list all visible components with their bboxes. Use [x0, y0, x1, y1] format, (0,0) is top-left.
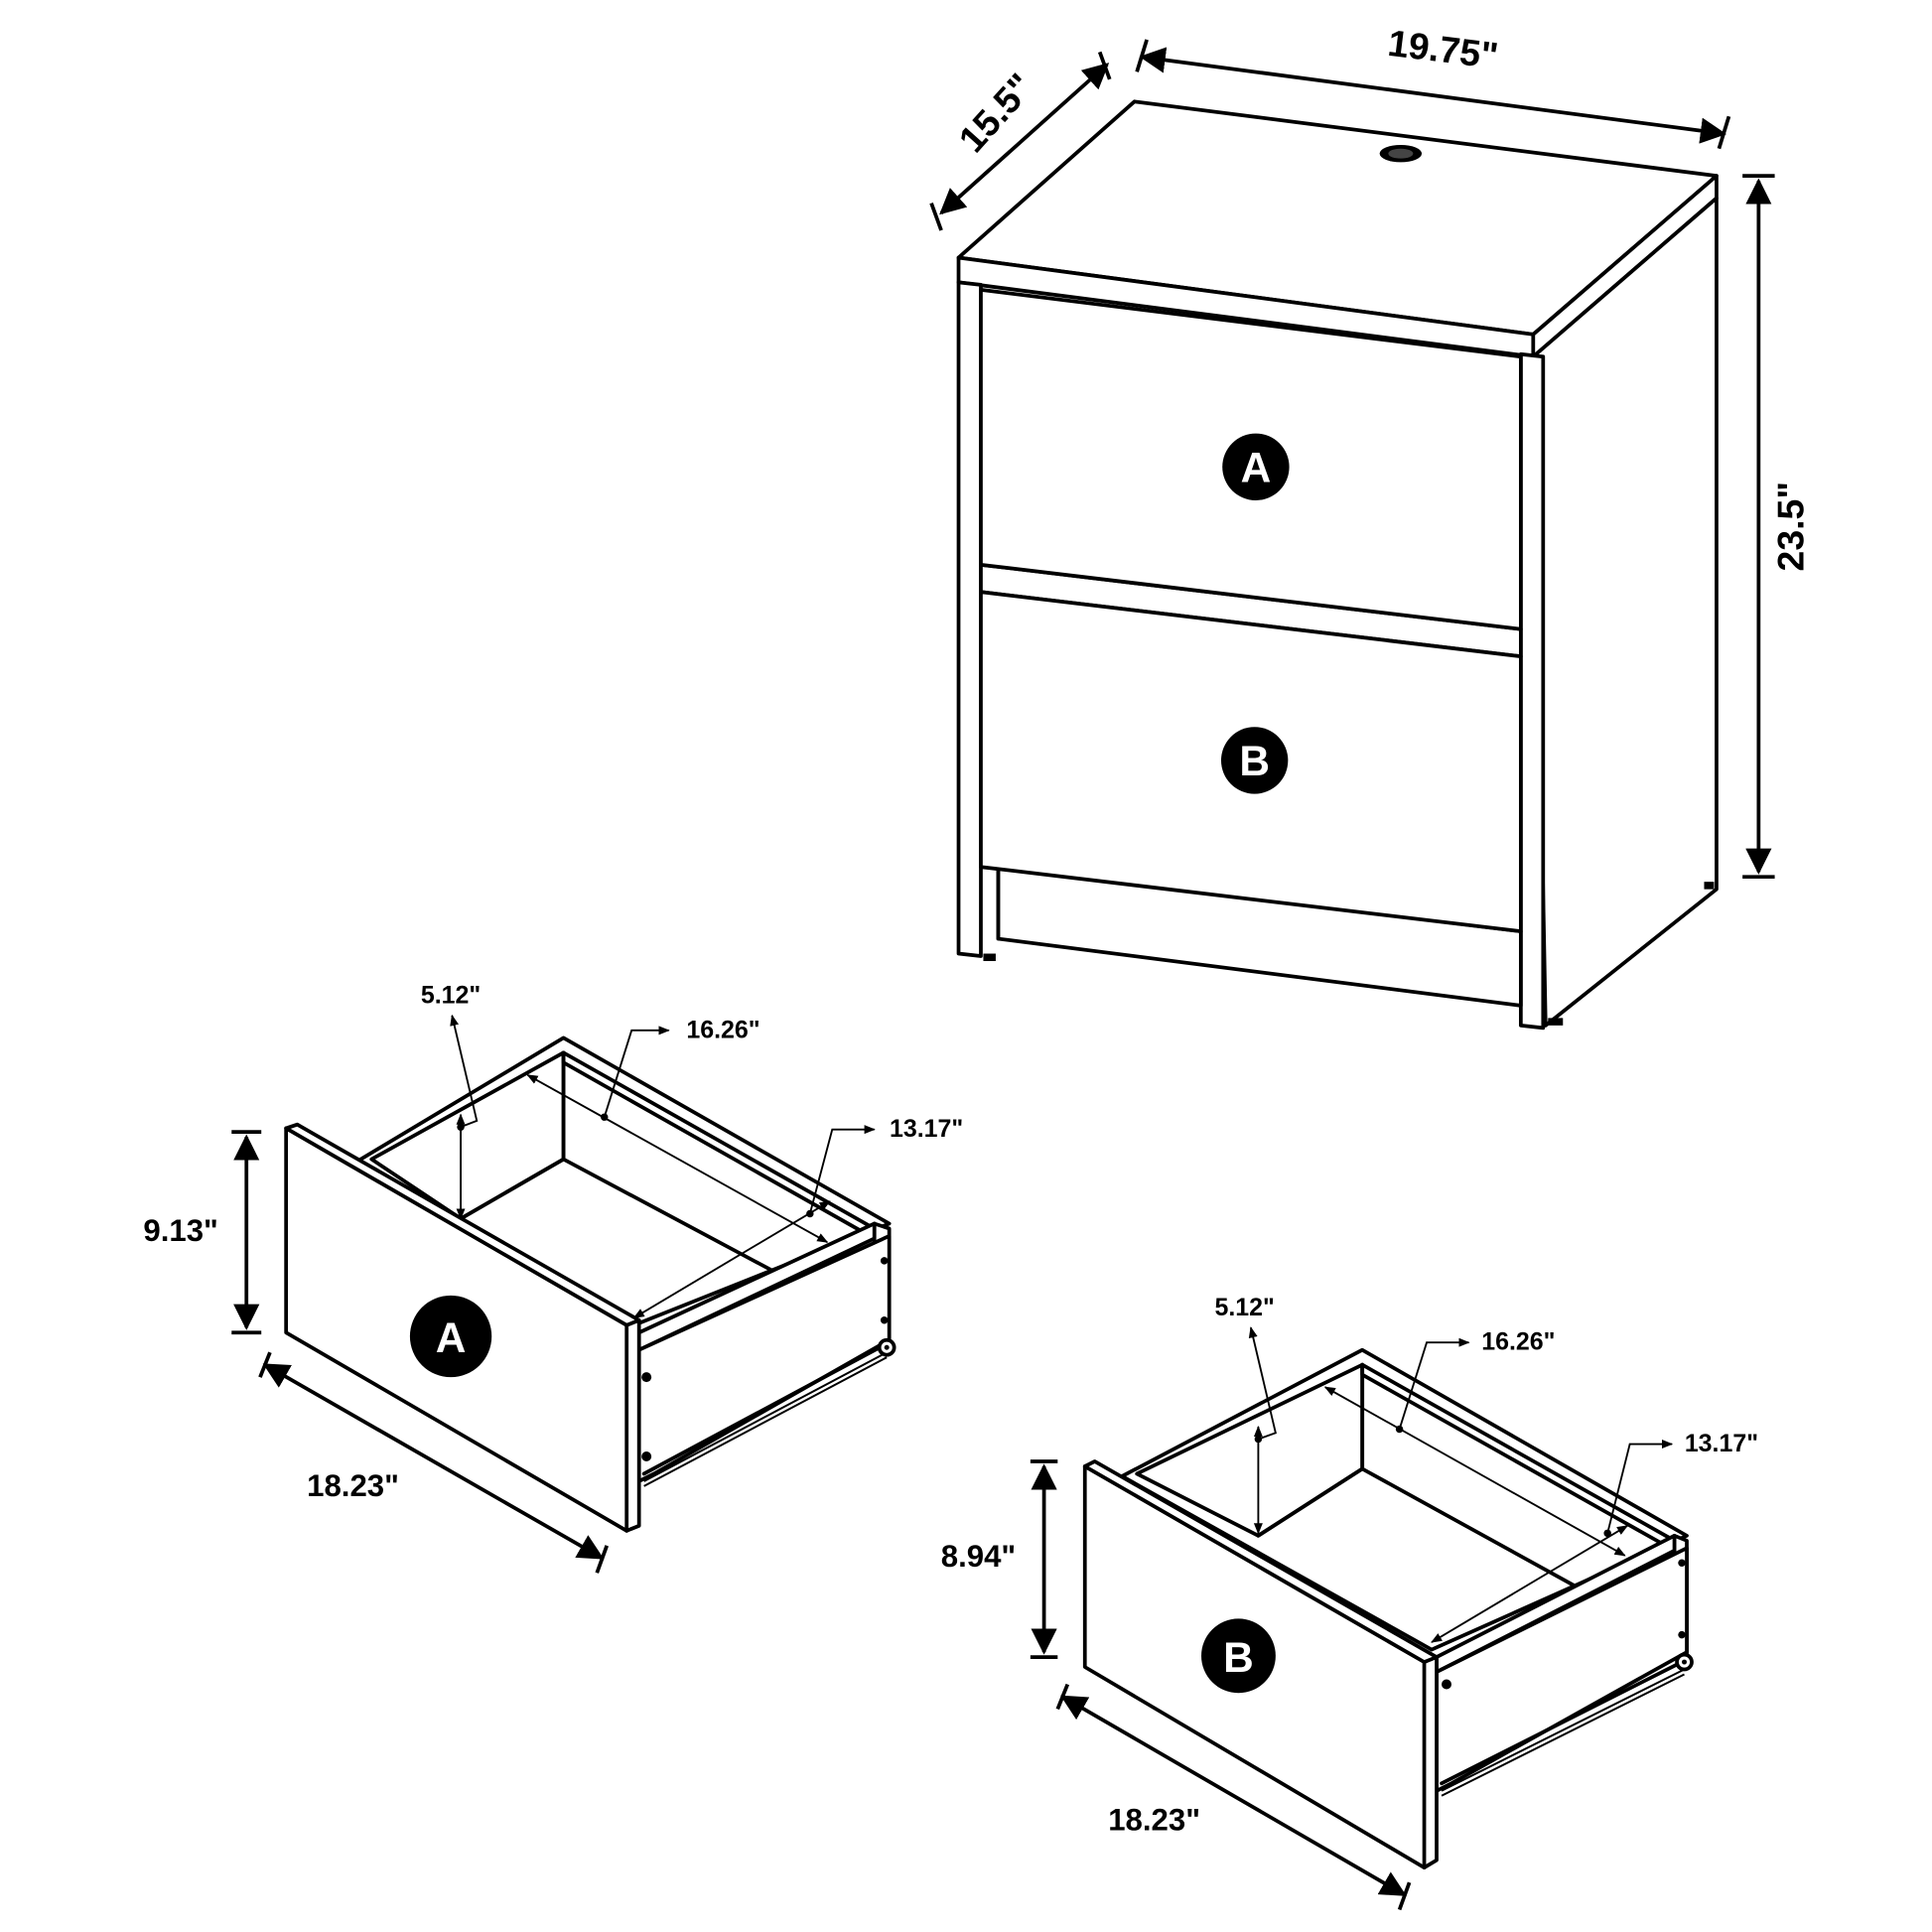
- nightstand-right-stile: [1518, 351, 1546, 1031]
- drawer-a-inner-height-label: 5.12": [421, 981, 481, 1009]
- height-label: 23.5": [1769, 482, 1811, 572]
- drawer-a-badge-circle: [409, 1295, 492, 1378]
- badge-a: A: [1222, 433, 1290, 500]
- drawer-b-inner-depth-label: 16.26": [1481, 1328, 1555, 1356]
- width-label: 19.75": [1386, 22, 1501, 76]
- drawer-a-inner-width-label: 13.17": [890, 1115, 963, 1143]
- badge-b-circle: [1220, 727, 1289, 794]
- badge-b: B: [1220, 727, 1289, 794]
- drawer-b-inner-height-label: 5.12": [1214, 1294, 1274, 1321]
- drawer-a-inner-depth-label: 16.26": [686, 1016, 759, 1043]
- drawer-a-detail: A 9.13" 18.23" 5.12" 16.26" 13.17": [143, 981, 963, 1574]
- drawer-a-length-label: 18.23": [307, 1468, 399, 1503]
- badge-a-circle: [1222, 433, 1290, 500]
- drawer-b-detail: B 8.94" 18.23" 5.12" 16.26" 13.17": [941, 1294, 1758, 1911]
- nightstand-assembled: A B 19.75" 15.5" 23.5": [929, 22, 1811, 1031]
- drawer-a-badge-label: A: [436, 1314, 467, 1361]
- badge-b-label: B: [1239, 738, 1270, 784]
- drawer-b-height-label: 8.94": [941, 1539, 1016, 1574]
- drawer-b-length-label: 18.23": [1108, 1803, 1200, 1838]
- drawer-a-height-label: 9.13": [143, 1213, 217, 1248]
- badge-a-label: A: [1241, 444, 1272, 490]
- nightstand-left-stile: [956, 280, 983, 958]
- depth-label: 15.5": [950, 66, 1041, 160]
- dimension-height: 23.5": [1742, 174, 1811, 880]
- drawer-b-badge-circle: [1201, 1618, 1276, 1694]
- drawer-b-badge-label: B: [1223, 1634, 1254, 1681]
- drawer-b-inner-width-label: 13.17": [1685, 1430, 1758, 1457]
- dimension-line-arrow-icon: [1139, 47, 1727, 144]
